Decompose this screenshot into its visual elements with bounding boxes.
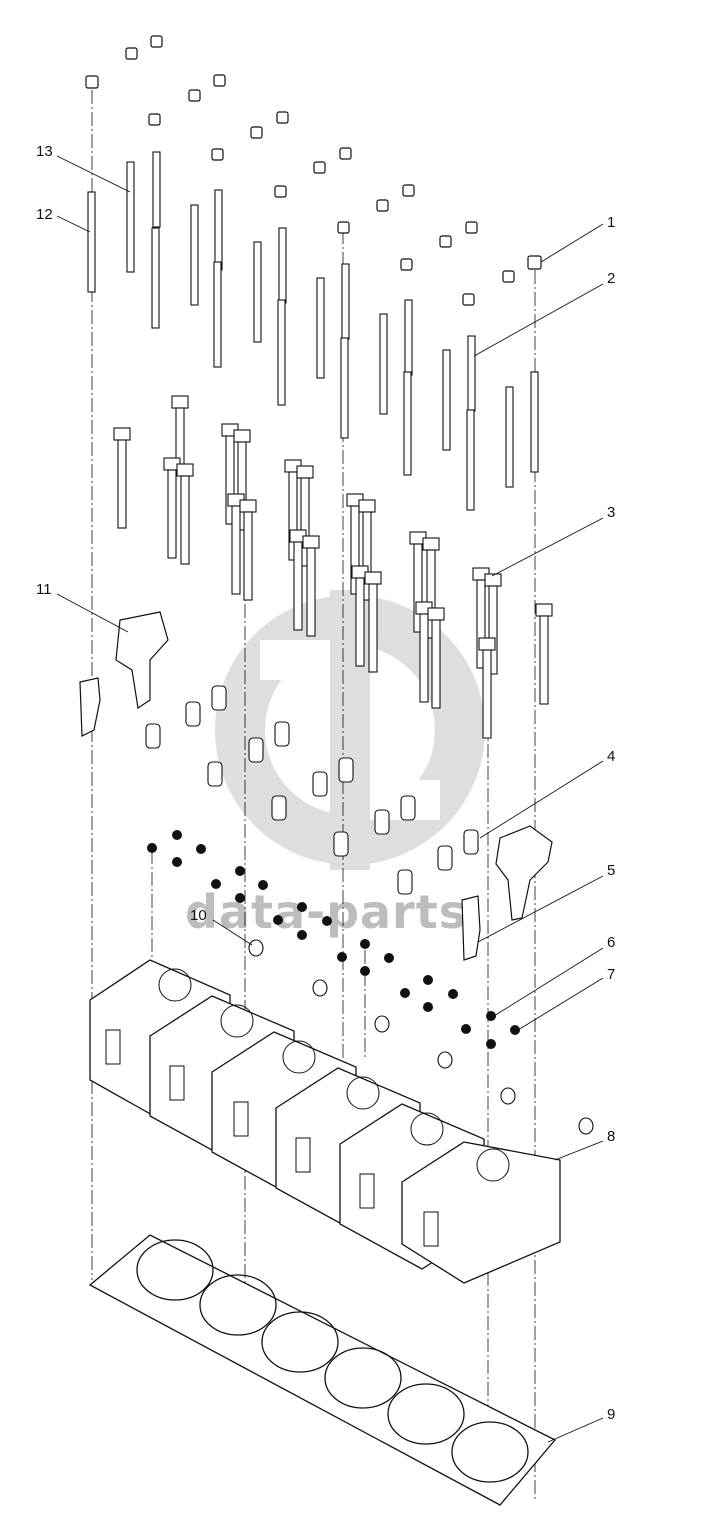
callout-4: 4 [607,748,615,765]
nut [276,111,289,124]
bolt [163,457,181,559]
plugs [248,939,594,1135]
nut [502,270,515,283]
watermark-text: data-parts [185,885,467,939]
callout-13: 13 [36,143,53,160]
cylinder-heads [89,959,561,1284]
nut [376,199,389,212]
nut [213,74,226,87]
watermark-logo [215,590,485,870]
leader-lines [56,155,604,1443]
studs [87,151,539,511]
nut [125,47,138,60]
bolt [113,427,131,529]
bolt [358,499,376,601]
nut [313,161,326,174]
nut [337,221,350,234]
bolts [113,395,553,739]
nut [150,35,163,48]
nut [465,221,478,234]
bolt [296,465,314,567]
callout-11: 11 [36,581,52,598]
bolt [176,463,194,565]
nut [85,75,99,89]
callout-3: 3 [607,504,615,521]
nut [400,258,413,271]
bolt [302,535,320,637]
bolt [427,607,445,709]
callout-2: 2 [607,270,615,287]
cylinder-head-nuts [85,35,542,306]
nut [339,147,352,160]
lifting-brackets [79,611,553,961]
nut [402,184,415,197]
bolt [239,499,257,601]
callout-12: 12 [36,206,53,223]
bolt [364,571,382,673]
nut [188,89,201,102]
bolt [233,429,251,531]
bolt [171,395,189,469]
nut [462,293,475,306]
callout-1: 1 [607,214,615,231]
nut [274,185,287,198]
callout-9: 9 [607,1406,615,1423]
bolt [422,537,440,639]
nut [439,235,452,248]
cylinder-head-ports [105,968,510,1247]
bolt [351,565,369,667]
nut [250,126,263,139]
callout-8: 8 [607,1128,615,1145]
head-gasket [88,1234,557,1506]
bolt [478,637,496,739]
callout-10: 10 [190,907,207,924]
nut [211,148,224,161]
bolt [535,603,553,705]
callout-6: 6 [607,934,615,951]
callout-7: 7 [607,966,615,983]
callout-labels: 1 2 3 4 5 6 7 8 9 10 11 12 13 [36,143,615,1423]
callout-5: 5 [607,862,615,879]
seals [147,830,520,1049]
bolt [484,573,502,675]
bolt [289,529,307,631]
nut [148,113,161,126]
nut [527,255,542,270]
sleeves [145,685,479,895]
